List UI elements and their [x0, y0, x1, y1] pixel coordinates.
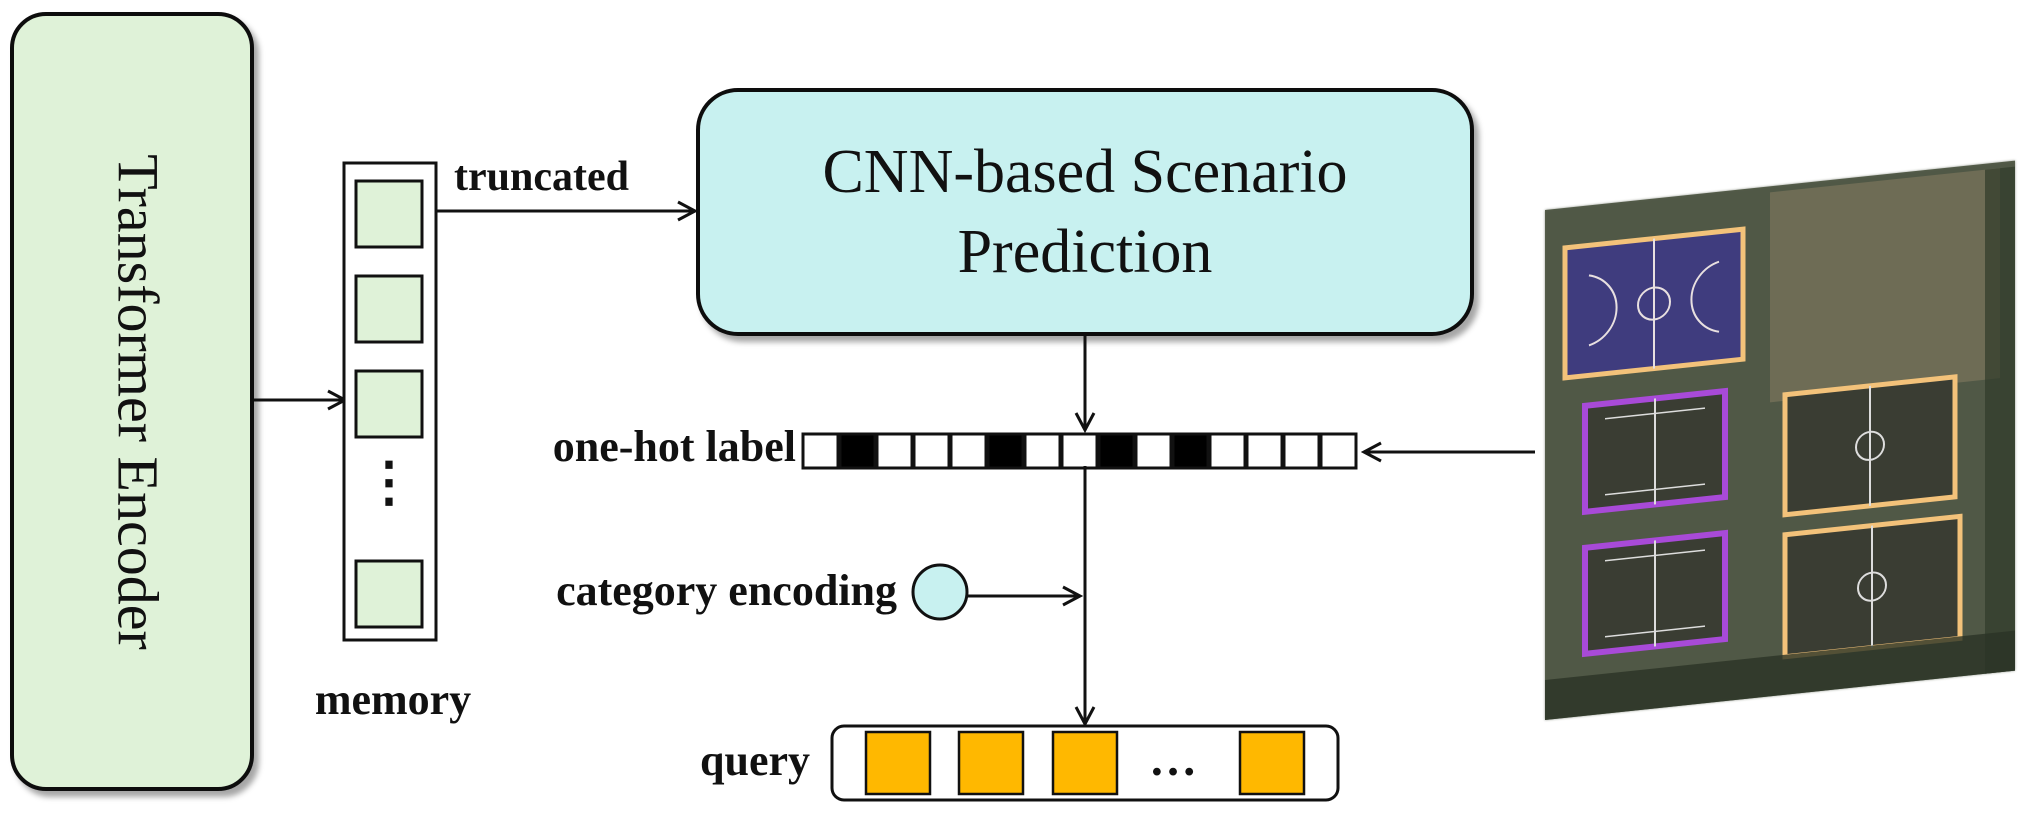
memory-slot: [354, 369, 424, 439]
category-encoding-circle: [911, 563, 969, 621]
onehot-cell: [801, 432, 840, 470]
onehot-cell-active: [838, 432, 877, 470]
onehot-cell: [1134, 432, 1173, 470]
memory-ellipsis: ⋮: [362, 452, 416, 512]
memory-slot: [354, 274, 424, 344]
memory-block: ⋮ memory: [315, 161, 471, 724]
query-block: …: [830, 724, 1340, 802]
onehot-cell: [1023, 432, 1062, 470]
query-slot: [864, 730, 932, 796]
encoder-label: Transformer Encoder: [106, 154, 171, 650]
query-slot: [1051, 730, 1119, 796]
encoder-box: [10, 12, 254, 791]
category-encoding-label: category encoding: [556, 566, 897, 615]
cnn-box: [696, 88, 1474, 336]
onehot-cell: [949, 432, 988, 470]
transformer-encoder-block: Transformer Encoder: [10, 12, 254, 791]
onehot-cell: [1208, 432, 1247, 470]
onehot-cell: [912, 432, 951, 470]
query-slot: [957, 730, 1025, 796]
onehot-cell-active: [986, 432, 1025, 470]
cnn-prediction-block: CNN-based Scenario Prediction: [696, 88, 1474, 336]
onehot-vector: [801, 432, 1358, 470]
memory-label: memory: [315, 675, 471, 724]
cnn-title-line1: CNN-based Scenario: [822, 138, 1347, 206]
query-ellipsis: …: [1149, 733, 1197, 786]
memory-slot: [354, 559, 424, 629]
memory-slot: [354, 179, 424, 249]
onehot-cell-active: [1171, 432, 1210, 470]
truncated-label: truncated: [454, 154, 629, 200]
query-slot: [1238, 730, 1306, 796]
onehot-cell-active: [1097, 432, 1136, 470]
onehot-cell: [1282, 432, 1321, 470]
onehot-label: one-hot label: [553, 422, 796, 471]
query-label: query: [700, 736, 810, 785]
aerial-court-image: [1545, 160, 2015, 720]
onehot-cell: [875, 432, 914, 470]
cnn-title-line2: Prediction: [958, 218, 1213, 286]
onehot-cell: [1319, 432, 1358, 470]
onehot-cell: [1245, 432, 1284, 470]
onehot-cell: [1060, 432, 1099, 470]
